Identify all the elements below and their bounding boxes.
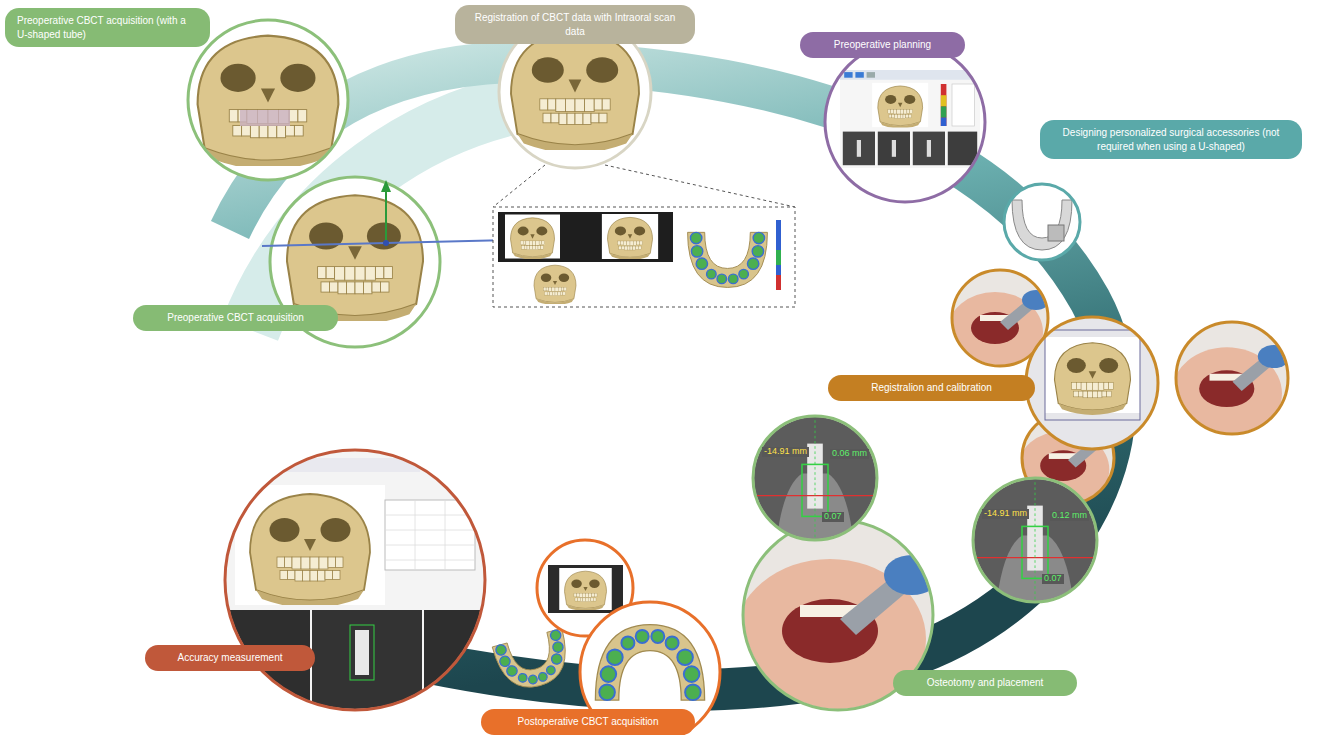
step-label: Postoperative CBCT acquisition (493, 715, 683, 729)
measurement-value: -14.91 mm (762, 447, 809, 457)
step-pill: Osteotomy and placement (893, 670, 1077, 696)
measurement-value: 0.06 mm (830, 449, 869, 459)
step-label: Accuracy measurement (157, 651, 303, 665)
step-label: Preoperative CBCT acquisition (with a U-… (17, 14, 198, 41)
step-pill: Registration of CBCT data with Intraoral… (455, 5, 695, 44)
step-pill: Preoperative planning (800, 32, 965, 58)
step-pill: Accuracy measurement (145, 645, 315, 671)
step-pill: Preoperative CBCT acquisition (with a U-… (5, 8, 210, 47)
measurement-value: 0.12 mm (1050, 511, 1089, 521)
step-pill: Postoperative CBCT acquisition (481, 709, 695, 735)
step-label: Osteotomy and placement (905, 676, 1065, 690)
measurement-value: -14.91 mm (982, 509, 1029, 519)
step-pill: Designing personalized surgical accessor… (1040, 120, 1302, 159)
step-label: Preoperative CBCT acquisition (145, 311, 326, 325)
step-label: Preoperative planning (812, 38, 953, 52)
step-pill: Preoperative CBCT acquisition (133, 305, 338, 331)
step-label: Registralion and calibration (840, 381, 1023, 395)
step-pill: Registralion and calibration (828, 375, 1035, 401)
step-label: Designing personalized surgical accessor… (1052, 126, 1290, 153)
step-label: Registration of CBCT data with Intraoral… (467, 11, 683, 38)
measurement-value: 0.07 (1042, 574, 1064, 584)
measurement-value: 0.07 (822, 512, 844, 522)
